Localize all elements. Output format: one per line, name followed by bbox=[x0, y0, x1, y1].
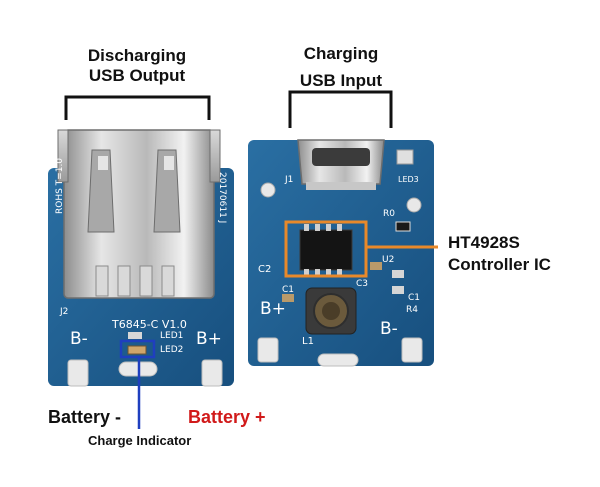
controller-ic-highlight bbox=[284, 220, 368, 278]
right-b-plus-pad bbox=[257, 337, 279, 363]
left-b-plus-label: B+ bbox=[196, 329, 222, 349]
controller-line2: Controller IC bbox=[448, 255, 551, 274]
right-slot-pad bbox=[317, 353, 359, 367]
b-plus-pad bbox=[201, 359, 223, 387]
b-minus-pad bbox=[67, 359, 89, 387]
led3-label: LED3 bbox=[398, 175, 419, 184]
charging-label: Charging USB Input bbox=[278, 40, 404, 94]
u2-label: U2 bbox=[382, 255, 394, 265]
r0-label: R0 bbox=[383, 209, 395, 219]
j2-label: J2 bbox=[59, 307, 68, 317]
charging-bracket bbox=[288, 90, 393, 128]
r0-resistor bbox=[395, 221, 411, 232]
smd-cap bbox=[392, 286, 404, 294]
led2-component bbox=[127, 345, 147, 355]
usb-pin-2 bbox=[117, 265, 131, 297]
c2-label: C2 bbox=[258, 264, 271, 275]
usb-latch-hole-right bbox=[164, 156, 174, 170]
charge-indicator-box bbox=[119, 339, 156, 359]
right-board: LED3 J1 R0 C2 U2 C3 C1 C1 R4 L1 B+ B- bbox=[248, 139, 438, 367]
charging-line1: Charging bbox=[303, 44, 379, 63]
led3-component bbox=[396, 149, 414, 165]
led1-label: LED1 bbox=[160, 331, 183, 341]
right-b-minus-label: B- bbox=[380, 319, 398, 339]
usb-pin-4 bbox=[161, 265, 175, 297]
controller-line1: HT4928S bbox=[448, 233, 520, 252]
rohs-label: ROHS T=1.0 bbox=[55, 158, 65, 214]
charging-line2: USB Input bbox=[299, 71, 383, 90]
discharging-bracket bbox=[64, 95, 211, 120]
discharging-line2: USB Output bbox=[88, 66, 186, 85]
smd-part bbox=[128, 332, 142, 339]
board-model-label: T6845-C V1.0 bbox=[111, 318, 187, 331]
charge-indicator-label: Charge Indicator bbox=[88, 433, 192, 448]
usb-shell-flange-right bbox=[209, 129, 221, 183]
smd-cap bbox=[370, 262, 382, 270]
j1-label: J1 bbox=[284, 175, 293, 185]
usb-shell-flange-left bbox=[57, 129, 69, 183]
c3-label: C3 bbox=[356, 279, 368, 289]
usb-pin-3 bbox=[139, 265, 153, 297]
usb-latch-hole-left bbox=[98, 156, 108, 170]
battery-minus-label: Battery - bbox=[48, 407, 122, 427]
mount-hole-top-left bbox=[260, 182, 276, 198]
discharging-line1: Discharging bbox=[87, 46, 187, 65]
usb-latch-left bbox=[87, 149, 115, 233]
mount-hole-top-right bbox=[406, 197, 422, 213]
chip-pins bbox=[304, 224, 342, 276]
smd-cap bbox=[392, 270, 404, 278]
left-board: ROHS T=1.0 20170611 J J2 T6845-C V1.0 LE… bbox=[48, 129, 234, 429]
left-b-minus-label: B- bbox=[70, 329, 88, 349]
c1-left-label: C1 bbox=[282, 285, 294, 295]
led2-label: LED2 bbox=[160, 345, 183, 355]
discharging-label: Discharging USB Output bbox=[64, 46, 210, 86]
ht4928s-chip bbox=[299, 229, 353, 271]
controller-ic-label: HT4928S Controller IC bbox=[448, 232, 551, 276]
right-b-plus-label: B+ bbox=[260, 299, 286, 319]
usb-a-shell bbox=[63, 129, 215, 299]
l1-label: L1 bbox=[302, 336, 314, 347]
right-b-minus-pad bbox=[401, 337, 423, 363]
date-code-label: 20170611 J bbox=[217, 172, 227, 223]
battery-plus-label: Battery + bbox=[188, 407, 266, 427]
usb-latch-right bbox=[153, 149, 181, 233]
usb-pin-1 bbox=[95, 265, 109, 297]
micro-usb-base bbox=[306, 182, 376, 190]
smd-cap bbox=[282, 294, 294, 302]
r4-label: R4 bbox=[406, 305, 418, 315]
inductor-core bbox=[322, 302, 340, 320]
micro-usb-port bbox=[312, 148, 370, 166]
c1-right-label: C1 bbox=[408, 293, 420, 303]
